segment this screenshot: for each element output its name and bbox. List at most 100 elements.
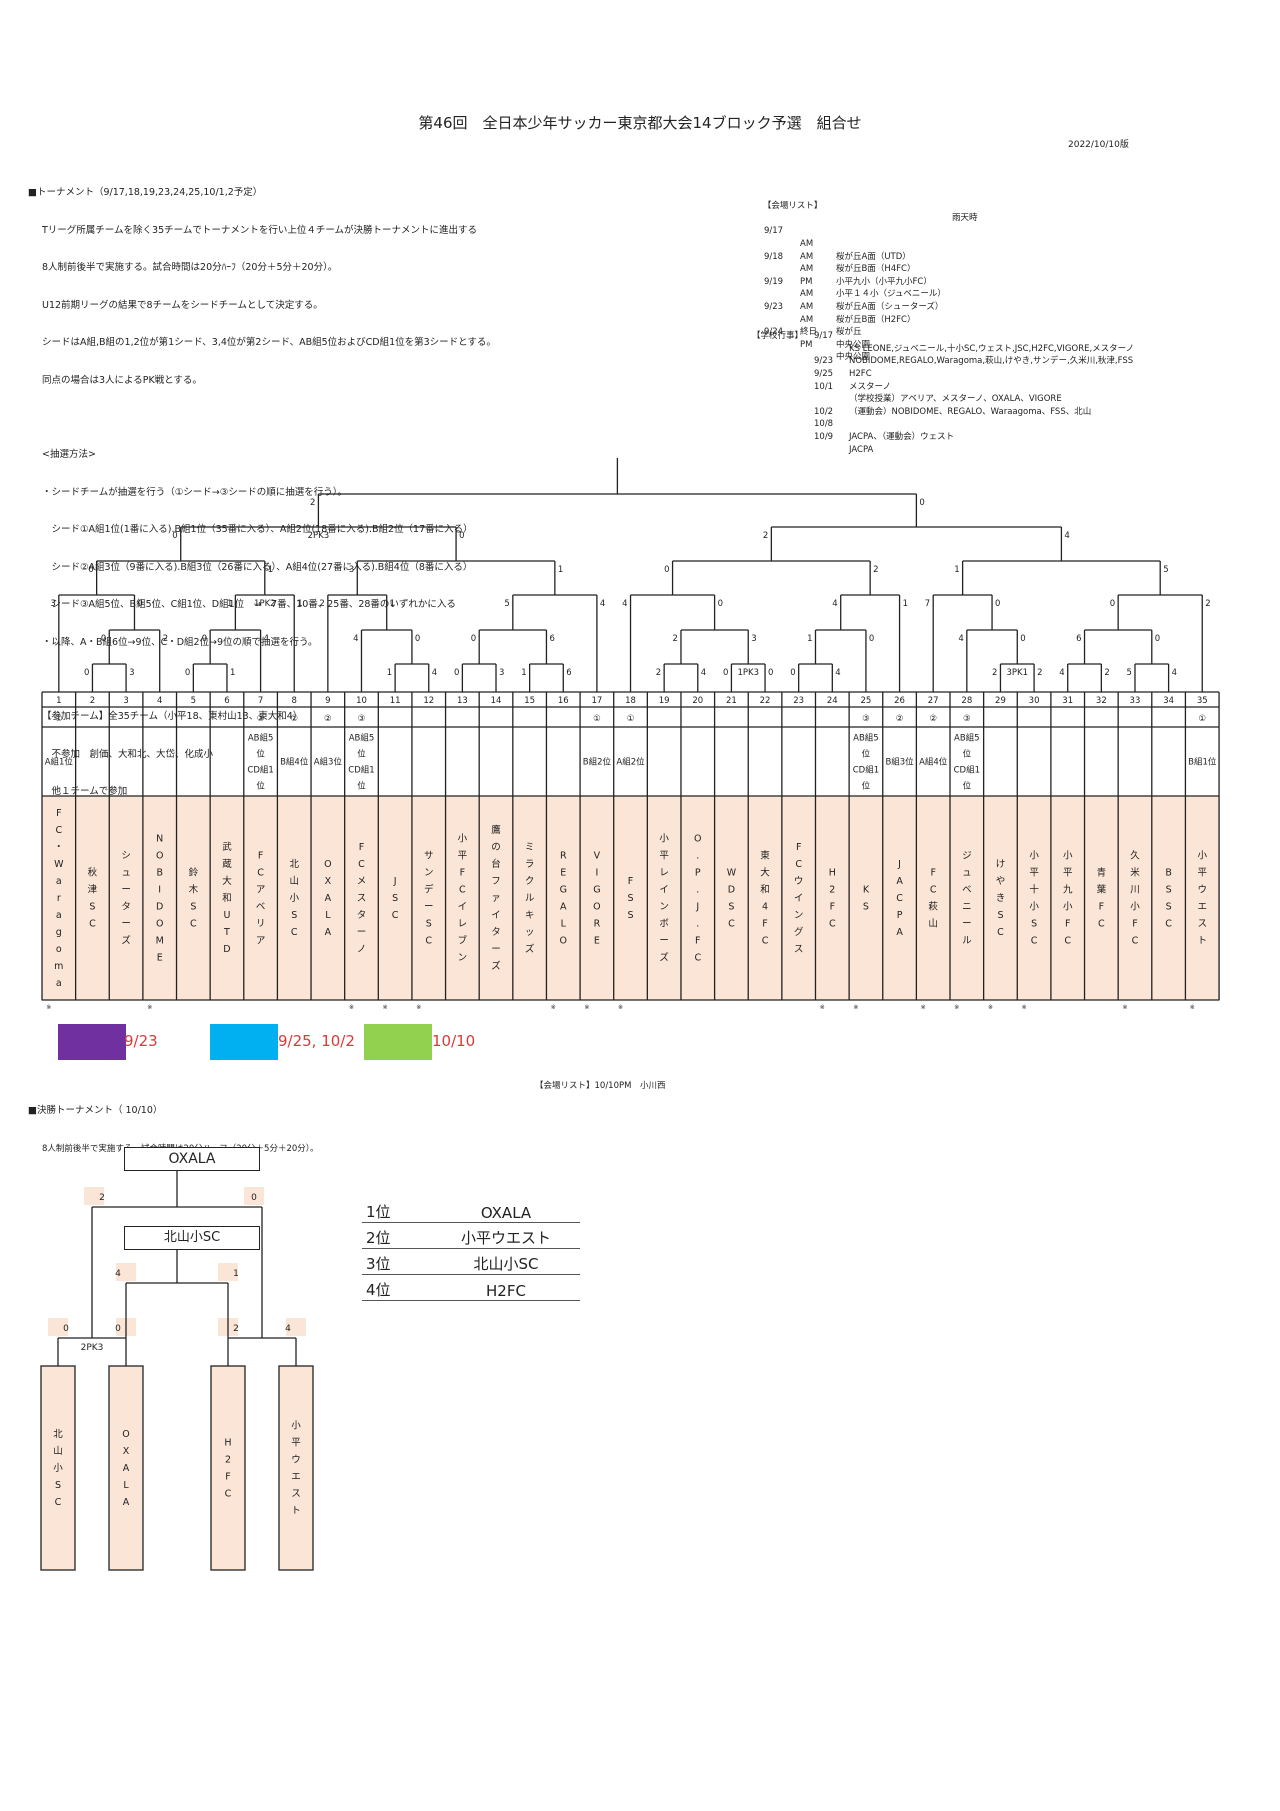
school-event-text: JACPA [849, 444, 874, 455]
note-mark: ※ [46, 1004, 51, 1011]
match-score: 7 [925, 599, 930, 609]
slot-number: 9 [325, 696, 330, 706]
slot-seed: ① [1198, 714, 1206, 724]
slot-condition: A組4位 [919, 757, 948, 768]
match-score: 0 [172, 531, 177, 541]
venue-row: AM 桜が丘B面（H4FC） [752, 238, 915, 275]
note-mark: ※ [349, 1004, 354, 1011]
slot-number: 23 [793, 696, 804, 706]
slot-seed: ① [55, 714, 63, 724]
tournament-rule: U12前期リーグの結果で8チームをシードチームとして決定する。 [42, 299, 323, 311]
slot-seed: ③ [257, 714, 265, 724]
slot-number: 26 [894, 696, 905, 706]
draw-method-line: シード③A組5位、B組5位、C組1位、D組1位 → 7番、10番、25番、28番… [42, 599, 456, 610]
match-score: 4 [832, 599, 837, 609]
slot-number: 17 [591, 696, 602, 706]
match-score: 0 [718, 599, 723, 609]
match-score: 0 [995, 599, 1000, 609]
venue-date: 9/23 [764, 301, 784, 312]
match-score: 1 [903, 599, 908, 609]
slot-number: 19 [659, 696, 670, 706]
note-mark: ※ [147, 1004, 152, 1011]
match-score: 2 [763, 531, 768, 541]
venue-time: PM [800, 339, 813, 350]
slot-seed: ③ [862, 714, 870, 724]
venue-time: AM [800, 264, 814, 275]
match-score: 4 [701, 668, 706, 678]
team-name: ミラクルキッズ [525, 842, 535, 955]
slot-number: 34 [1163, 696, 1174, 706]
rain-label: 雨天時 [952, 213, 978, 224]
note-mark: ※ [618, 1004, 623, 1011]
note-mark: ※ [1122, 1004, 1127, 1011]
venue-time: AM [800, 289, 814, 300]
match-score: 4 [1059, 668, 1064, 678]
match-score: 1 [230, 668, 235, 678]
rank-row: 3位 北山小SC [362, 1249, 580, 1275]
venue-place: 中央公園 [836, 352, 871, 363]
slot-condition: B組3位 [885, 757, 914, 768]
note-mark: ※ [416, 1004, 421, 1011]
rank-position: 1位 [366, 1203, 391, 1221]
match-score: 1 [954, 565, 959, 575]
slot-number: 24 [827, 696, 838, 706]
slot-number: 25 [861, 696, 872, 706]
legend-9-23-swatch [58, 1024, 126, 1060]
match-score: 2 [163, 634, 168, 644]
slot-number: 31 [1062, 696, 1073, 706]
slot-number: 20 [692, 696, 703, 706]
page-title: 第46回 全日本少年サッカー東京都大会14ブロック予選 組合せ [418, 114, 862, 132]
score-tab [286, 1318, 306, 1336]
slot-number: 7 [258, 696, 263, 706]
match-score: 4 [264, 634, 269, 644]
slot-number: 22 [760, 696, 771, 706]
match-score: 1 [297, 599, 302, 609]
slot-number: 5 [191, 696, 196, 706]
note-mark: ※ [954, 1004, 959, 1011]
slot-condition: A組1位 [45, 757, 74, 768]
tournament-rule: シードはA組,B組の1,2位が第1シード、3,4位が第2シード、AB組5位および… [42, 337, 496, 348]
match-score: 1 [227, 599, 232, 609]
match-score: 2 [673, 634, 678, 644]
school-event-row: 10/2 [752, 406, 833, 419]
venue-time: AM [800, 301, 814, 312]
match-score: 4 [622, 599, 627, 609]
note-mark: ※ [853, 1004, 858, 1011]
match-score: 2 [310, 498, 315, 508]
final-score: 1 [233, 1269, 239, 1279]
final-team-name: 小平ウエスト [291, 1421, 301, 1517]
slot-number: 8 [292, 696, 297, 706]
match-score: 4 [1172, 668, 1177, 678]
slot-number: 29 [995, 696, 1006, 706]
team-row-fill [41, 795, 1220, 1001]
venue-row: 9/23 AM 桜が丘 [752, 301, 862, 337]
team-name: 小平レインボーズ [659, 834, 669, 964]
slot-number: 32 [1096, 696, 1107, 706]
match-score: 4 [353, 634, 358, 644]
slot-number: 14 [491, 696, 502, 706]
final-team-box [278, 1365, 314, 1571]
legend-10-10-label: 10/10 [432, 1032, 476, 1050]
match-score: 0 [88, 565, 93, 575]
school-event-text: H2FC [849, 368, 872, 379]
match-score: 1 [521, 668, 526, 678]
school-event-text: JACPA、（運動会）ウェスト [849, 431, 955, 442]
school-event-date: 10/9 [814, 431, 834, 442]
note-mark: ※ [551, 1004, 556, 1011]
slot-number: 16 [558, 696, 569, 706]
school-event-date: 9/23 [814, 356, 834, 367]
draw-method-line: シード①A組1位(1番に入る).B組1位（35番に入る）、A組2位(18番に入る… [42, 524, 473, 535]
slot-number: 30 [1029, 696, 1040, 706]
